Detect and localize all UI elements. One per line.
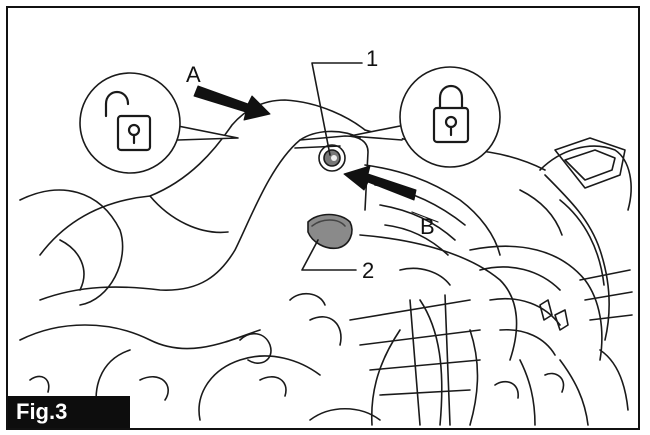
lock-callout (349, 66, 501, 168)
figure-tag: Fig.3 (8, 396, 130, 428)
unlocked-padlock-icon (104, 90, 152, 152)
callout-2-leader (301, 239, 357, 271)
callout-1-leader (311, 62, 363, 156)
lock-button (318, 144, 346, 172)
tool-body (19, 99, 633, 426)
callout-1-label: 1 (366, 46, 379, 71)
callout-2-label: 2 (362, 258, 375, 283)
unlock-callout (79, 72, 239, 174)
locked-padlock-icon (432, 84, 470, 144)
arrow-a-label: A (186, 62, 201, 87)
arrow-a (193, 85, 271, 121)
arrow-b-label: B (420, 214, 435, 239)
arrow-b-leader (411, 211, 439, 223)
release-lever (307, 213, 353, 250)
arrow-b (343, 165, 417, 201)
